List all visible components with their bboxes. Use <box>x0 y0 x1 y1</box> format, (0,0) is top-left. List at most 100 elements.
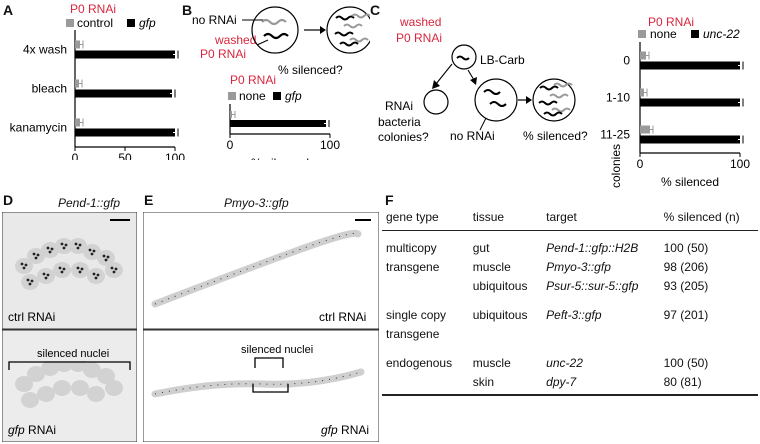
c-lb-worm <box>456 55 470 61</box>
chart-x-axis-label: % silenced <box>251 156 309 160</box>
worm-glyph <box>335 15 355 21</box>
c-arrow-right-head <box>526 96 532 104</box>
panel-label-f: F <box>385 192 394 208</box>
cell-glyph <box>27 366 45 382</box>
b-header: P0 RNAi <box>230 73 276 87</box>
legend-swatch-control <box>66 19 74 27</box>
c-lb-label: LB-Carb <box>480 53 525 67</box>
nucleus-dot <box>58 266 62 270</box>
b-question: % silenced? <box>278 63 343 77</box>
cell-glyph <box>87 268 105 284</box>
cell-glyph <box>71 262 89 278</box>
table-cell: muscle <box>472 356 511 370</box>
nucleus-dot <box>28 282 32 286</box>
table-header-cell: % silenced (n) <box>659 210 758 231</box>
nucleus-dot <box>80 267 84 271</box>
table-cell: muscle <box>472 260 511 274</box>
b-worm-black <box>263 32 289 40</box>
cell-glyph <box>105 380 123 396</box>
nucleus-dot <box>60 270 64 274</box>
worm-glyph <box>351 13 370 19</box>
chart-bar <box>640 98 740 107</box>
nucleus-dot <box>96 273 100 277</box>
table-row: multicopy gut Pend-1::gfp::H2B 100 (50) <box>382 241 758 260</box>
table-cell: 100 (50) <box>663 241 709 255</box>
nucleus-dot <box>64 243 68 247</box>
c-no-rnai-label: no RNAi <box>450 129 495 143</box>
cell-glyph <box>21 274 39 290</box>
d-ctrl-label: ctrl RNAi <box>8 310 55 324</box>
b-plate-1 <box>251 6 299 54</box>
c-no-rnai-plate <box>474 78 518 122</box>
nucleus-dot <box>36 253 40 257</box>
chart-x-tick-label: 100 <box>730 157 750 171</box>
table-cell <box>469 327 542 346</box>
table-cell: Psur-5::sur-5::gfp <box>546 279 639 293</box>
e-ctrl-image <box>143 212 379 330</box>
nucleus-dot <box>42 272 46 276</box>
cell-glyph <box>97 250 115 266</box>
nucleus-dot <box>90 252 94 256</box>
worm-glyph <box>538 100 558 106</box>
panel-e-images: ctrl RNAi silenced nuclei gfp RNAi <box>143 212 379 442</box>
nucleus-dot <box>76 266 80 270</box>
e-ctrl-label: ctrl RNAi <box>319 310 366 324</box>
e-bracket-bottom <box>252 384 289 393</box>
c-legend-label-none: none <box>650 27 677 41</box>
table-cell: Pmyo-3::gfp <box>546 260 611 274</box>
d-title: Pend-1::gfp <box>58 196 121 210</box>
panel-c: washed P0 RNAi LB-Carb RNAi bacteria col… <box>378 15 750 189</box>
c-arrow-left-head <box>432 80 440 89</box>
worm-glyph <box>551 107 571 113</box>
nucleus-dot <box>94 276 98 280</box>
e-worm-body-2 <box>151 368 365 398</box>
c-header: P0 RNAi <box>648 15 694 29</box>
table-cell: skin <box>468 375 543 396</box>
legend-swatch-gfp <box>127 19 135 27</box>
d-gfp-label: gfp RNAi <box>8 423 56 437</box>
chart-x-tick-label: 0 <box>72 151 79 160</box>
chart-category-label: 11-25 <box>600 128 630 142</box>
worm-glyph <box>543 111 563 117</box>
nucleus-dot <box>62 246 66 250</box>
legend-label-gfp: gfp <box>139 16 156 30</box>
panel-f-table: gene type tissue target % silenced (n) m… <box>382 210 758 396</box>
cell-glyph <box>37 386 55 402</box>
table-header-cell: gene type <box>382 210 469 231</box>
c-legend-label-unc22: unc-22 <box>703 27 740 41</box>
worm-glyph <box>549 93 569 99</box>
b-leader-line-2 <box>256 39 269 46</box>
nucleus-dot <box>20 262 24 266</box>
table-row: single copy ubiquitous Peft-3::gfp 97 (2… <box>382 308 758 327</box>
c-result-plate <box>532 78 576 122</box>
nucleus-dot <box>78 243 82 247</box>
chart-x-tick-label: 0 <box>637 157 644 171</box>
worm-glyph <box>553 82 573 88</box>
chart-bar <box>75 40 80 49</box>
chart-category-label: 1-10 <box>606 91 630 105</box>
e-bracket-top <box>254 357 284 368</box>
d-label-bg <box>22 347 114 361</box>
table-row: endogenous muscle unc-22 100 (50) <box>382 356 758 375</box>
c-rnai-label-2: bacteria <box>378 115 421 129</box>
worm-glyph <box>334 31 354 37</box>
b-washed-label-1: washed <box>214 33 256 47</box>
chart-category-label: 4x wash <box>23 43 67 57</box>
chart-x-tick-label: 100 <box>165 151 185 160</box>
nucleus-dot <box>106 255 110 259</box>
table-cell: multicopy <box>386 241 437 255</box>
c-arrow-down <box>467 69 475 81</box>
nucleus-dot <box>50 247 54 251</box>
e-silenced-label: silenced nuclei <box>241 344 313 356</box>
cell-glyph <box>97 368 115 384</box>
nucleus-dot <box>62 267 66 271</box>
nucleus-dot <box>104 258 108 262</box>
worm-glyph <box>339 41 359 47</box>
table-row: transgene muscle Pmyo-3::gfp 98 (206) <box>382 260 758 279</box>
b-washed-label-2: P0 RNAi <box>200 47 246 61</box>
c-no-rnai-leader <box>479 117 487 131</box>
worm-glyph <box>539 85 559 91</box>
c-rnai-label-1: RNAi <box>385 99 413 113</box>
table-cell: 100 (50) <box>663 356 709 370</box>
